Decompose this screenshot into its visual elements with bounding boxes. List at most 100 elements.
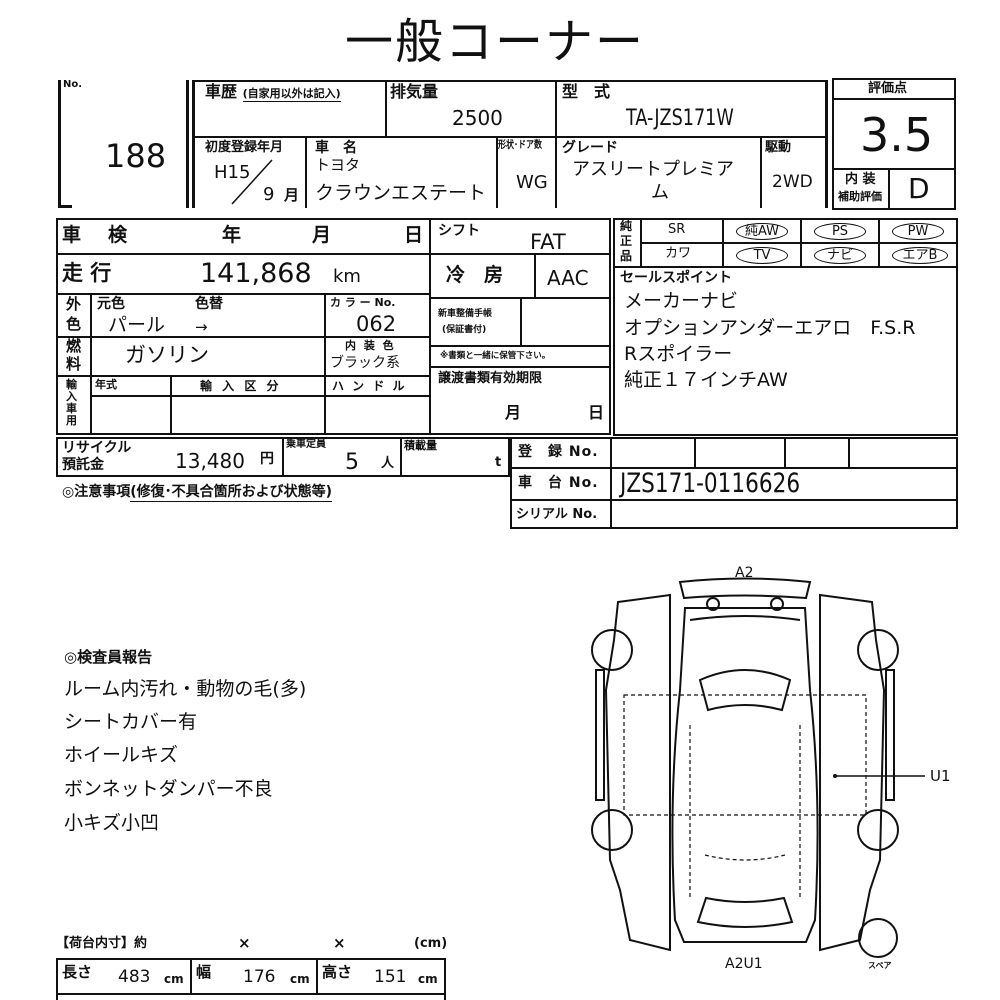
equipment-sr: SR <box>668 222 686 237</box>
model-value: TA-JZS171W <box>626 106 734 131</box>
lot-number: 188 <box>105 137 167 175</box>
displacement-label: 排気量 <box>390 82 439 101</box>
equipment-leather: カワ <box>665 246 692 261</box>
equipment-pw: PW <box>892 223 944 240</box>
diagram-mark-side: U1 <box>930 767 951 785</box>
sales-point-3: Rスポイラー <box>624 343 733 365</box>
import-year-label: 年式 <box>95 378 117 391</box>
fuel-label-2: 料 <box>66 355 82 373</box>
transfer-month: 月 <box>505 403 522 422</box>
cargo-height-value: 151 <box>374 967 407 987</box>
import-type-label: 輸 入 区 分 <box>200 379 282 393</box>
orig-color-label: 元色 <box>97 296 125 312</box>
transfer-label: 譲渡書類有効期限 <box>438 371 543 386</box>
cargo-times-2: × <box>333 934 346 952</box>
score-box <box>832 78 956 210</box>
mileage-value: 141,868 <box>200 258 312 289</box>
inspector-line-3: ホイールキズ <box>64 744 179 766</box>
lot-no-label: No. <box>63 79 83 90</box>
first-reg-label: 初度登録年月 <box>205 140 284 155</box>
inspector-report-label: ◎検査員報告 <box>64 648 153 666</box>
equipment-genuine-aw: 純AW <box>736 223 788 240</box>
interior-score-value: D <box>908 172 930 205</box>
fuel-value: ガソリン <box>125 343 209 367</box>
recycle-value: 13,480 <box>175 449 245 473</box>
interior-score-label-1: 内 装 <box>845 172 876 187</box>
int-color-label: 内 装 色 <box>345 339 396 352</box>
orig-color-value: パール <box>108 314 166 336</box>
first-reg-year: H15 <box>214 162 251 183</box>
car-condition-diagram <box>591 577 925 958</box>
color-arrow: → <box>195 318 208 336</box>
capacity-value: 5 <box>345 450 359 475</box>
color-no-value: 062 <box>356 312 397 336</box>
color-no-label: カ ラ ー No. <box>330 296 396 309</box>
equipment-airbag: エアB <box>892 247 948 264</box>
sales-point-4: 純正１７インチAW <box>624 369 788 391</box>
capacity-label: 乗車定員 <box>286 439 326 450</box>
inspector-line-5: 小キズ小凹 <box>64 812 160 834</box>
cargo-unit-label: (cm) <box>414 936 448 951</box>
drive-value: 2WD <box>772 172 813 192</box>
grade-value-1: アスリートプレミア <box>572 159 734 180</box>
info-table <box>56 218 431 435</box>
inspection-label: 車 検 <box>62 224 132 246</box>
load-label: 積載量 <box>404 439 437 452</box>
fuel-label-1: 燃 <box>66 337 82 355</box>
interior-score-label-2: 補助評価 <box>838 190 882 203</box>
exterior-label-2: 色 <box>66 315 82 333</box>
exterior-label-1: 外 <box>66 295 82 313</box>
inspection-year: 年 <box>222 224 242 246</box>
inspector-line-1: ルーム内汚れ・動物の毛(多) <box>64 678 307 700</box>
first-reg-month: 9 <box>263 184 275 205</box>
equipment-ps: PS <box>814 223 866 240</box>
diagram-mark-bottom: A2U1 <box>725 956 763 972</box>
equipment-label-2: 正 <box>620 234 633 248</box>
capacity-unit: 人 <box>381 456 395 471</box>
body-value: WG <box>516 172 548 193</box>
drive-label: 駆動 <box>765 140 792 155</box>
displacement-value: 2500 <box>452 106 503 130</box>
import-car-label: 輸入車用 <box>66 378 77 427</box>
model-label: 型 式 <box>562 82 611 101</box>
change-color-label: 色替 <box>195 296 223 312</box>
service-book-label-1: 新車整備手帳 <box>438 309 493 319</box>
mileage-unit: km <box>333 266 361 287</box>
diagram-mark-top: A2 <box>735 565 754 581</box>
cargo-length-label: 長さ <box>62 963 93 981</box>
equipment-label-1: 純 <box>620 219 633 233</box>
ac-value: AAC <box>547 266 589 290</box>
cargo-label: 【荷台内寸】約 <box>56 936 148 951</box>
spare-tire-label: スペア <box>868 961 892 970</box>
cargo-times-1: × <box>238 934 251 952</box>
shift-value: FAT <box>530 230 566 254</box>
handle-label: ハ ン ド ル <box>332 379 407 393</box>
inspection-month: 月 <box>312 224 332 246</box>
chassis-no-value: JZS171-0116626 <box>620 468 801 499</box>
mileage-label: 走 行 <box>62 261 112 285</box>
sales-point-2: オプションアンダーエアロ F.S.R <box>624 317 916 339</box>
sales-points-label: セールスポイント <box>620 270 732 286</box>
cargo-length-unit: cm <box>164 972 184 986</box>
shift-label: シフト <box>438 223 480 239</box>
cargo-height-label: 高さ <box>322 963 353 981</box>
sales-point-1: メーカーナビ <box>624 290 739 312</box>
cargo-width-unit: cm <box>290 972 310 986</box>
grade-value-2: ム <box>651 182 669 203</box>
cargo-width-value: 176 <box>243 967 276 987</box>
first-reg-month-unit: 月 <box>284 186 300 204</box>
recycle-unit: 円 <box>260 451 274 467</box>
recycle-label-1: リサイクル <box>62 440 132 456</box>
equipment-navi: ナビ <box>814 247 866 264</box>
car-name-label: 車 名 <box>315 140 357 156</box>
body-label: 形状･ドア数 <box>498 140 542 151</box>
notice: ◎注意事項(修復･不具合箇所および状態等) <box>62 484 333 502</box>
int-color-value: ブラック系 <box>330 355 400 371</box>
inspector-line-2: シートカバー有 <box>64 711 198 733</box>
service-book-note: ※書類と一緒に保管下さい。 <box>440 351 551 361</box>
serial-no-label: シリアル No. <box>516 507 598 522</box>
score-value: 3.5 <box>860 108 934 162</box>
car-maker: トヨタ <box>315 156 361 174</box>
equipment-label-3: 品 <box>620 249 633 263</box>
